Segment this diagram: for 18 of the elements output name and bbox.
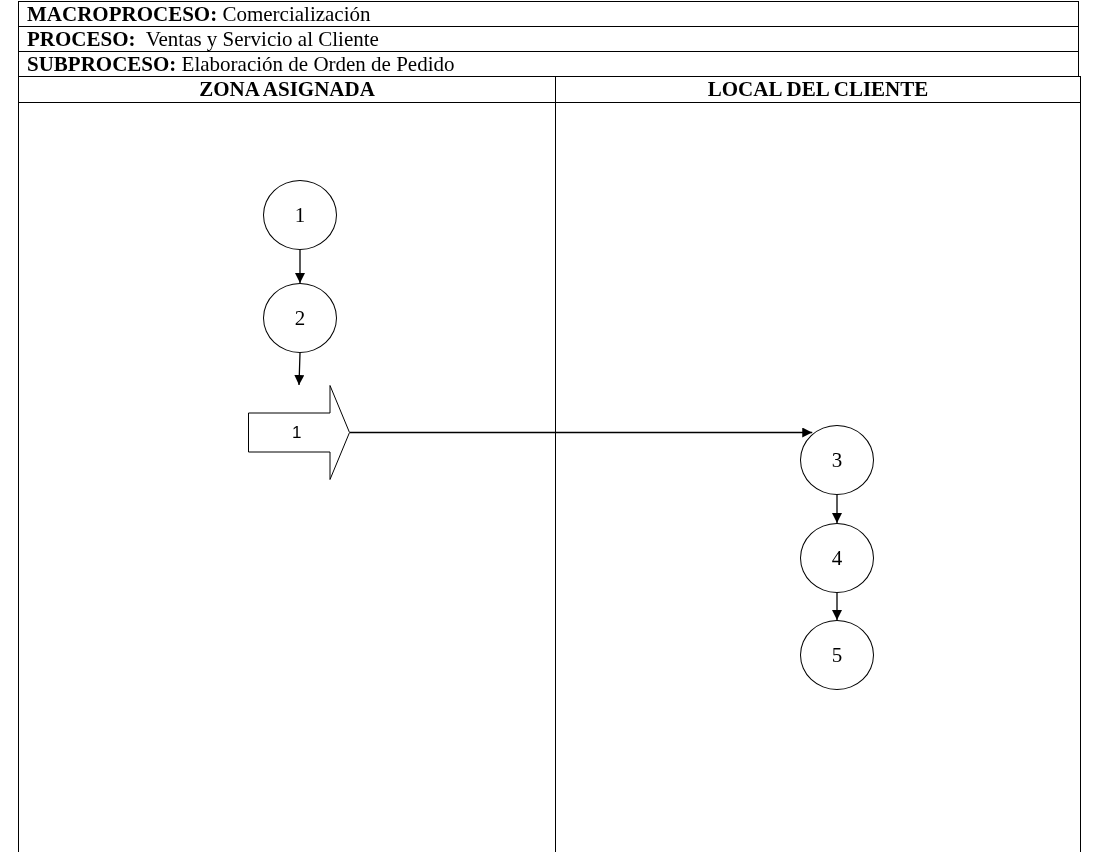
swimlane <box>555 76 1081 852</box>
header-text: SUBPROCESO: Elaboración de Orden de Pedido <box>18 51 1079 76</box>
process-circle: 5 <box>800 620 874 690</box>
offpage-connector: 1 <box>248 385 350 480</box>
process-circle: 2 <box>263 283 337 353</box>
header-text: PROCESO: Ventas y Servicio al Cliente <box>18 26 1079 51</box>
arrow <box>832 494 842 524</box>
lane-heading: LOCAL DEL CLIENTE <box>556 77 1080 103</box>
process-circle: 1 <box>263 180 337 250</box>
arrow <box>832 592 842 621</box>
arrow <box>295 249 305 284</box>
arrow <box>294 352 305 386</box>
header-text: MACROPROCESO: Comercialización <box>18 1 1079 26</box>
lane-heading: ZONA ASIGNADA <box>19 77 555 103</box>
swimlane <box>18 76 556 852</box>
arrow <box>349 427 813 438</box>
process-circle: 3 <box>800 425 874 495</box>
process-circle: 4 <box>800 523 874 593</box>
